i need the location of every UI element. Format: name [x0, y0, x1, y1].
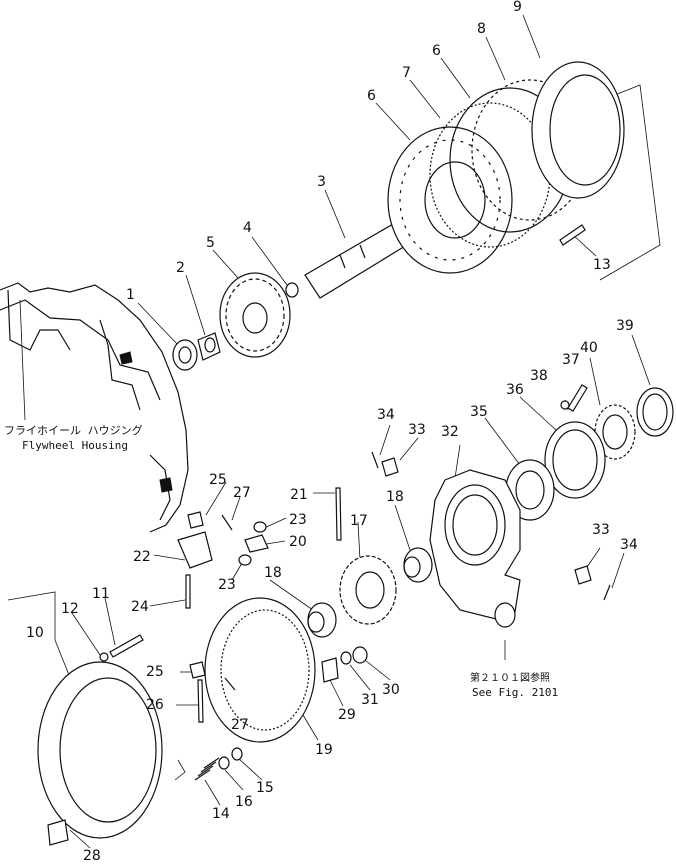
callout-32[interactable]: 32	[441, 424, 459, 440]
part-38-washer	[560, 400, 570, 410]
callout-33[interactable]: 33	[408, 422, 426, 438]
part-17-hub	[339, 555, 397, 625]
callout-23[interactable]: 23	[289, 512, 307, 528]
part-9-flywheel	[531, 61, 625, 199]
part-26-pin	[197, 679, 204, 723]
callout-18[interactable]: 18	[264, 565, 282, 581]
callout-34[interactable]: 34	[620, 537, 638, 553]
part-14-spring	[194, 757, 220, 781]
callout-5[interactable]: 5	[206, 235, 215, 251]
callout-33[interactable]: 33	[592, 522, 610, 538]
part-29-plate	[321, 657, 339, 683]
callout-35[interactable]: 35	[470, 404, 488, 420]
callout-11[interactable]: 11	[92, 586, 110, 602]
see-fig-label-jp: 第２１０１図参照	[470, 673, 550, 684]
part-6-disc	[387, 126, 513, 274]
callout-6[interactable]: 6	[367, 88, 376, 104]
part-18-bushing	[307, 547, 433, 638]
callout-8[interactable]: 8	[477, 21, 486, 37]
callout-3[interactable]: 3	[317, 174, 326, 190]
part-30-nut	[352, 646, 368, 664]
part-22-lever	[177, 531, 213, 569]
part-20-link	[244, 534, 269, 553]
part-4-spacer	[285, 282, 299, 298]
callout-26[interactable]: 26	[146, 697, 164, 713]
callout-22[interactable]: 22	[133, 549, 151, 565]
part-15-nut	[231, 747, 243, 761]
callout-38[interactable]: 38	[530, 368, 548, 384]
callout-27[interactable]: 27	[233, 485, 251, 501]
part-11-bolt	[109, 634, 144, 658]
callout-14[interactable]: 14	[212, 806, 230, 822]
callout-37[interactable]: 37	[562, 352, 580, 368]
callout-4[interactable]: 4	[243, 220, 252, 236]
part-12-washer	[99, 652, 109, 662]
part-39-seal	[636, 387, 674, 437]
part-5-gear	[219, 272, 291, 358]
leader-lines	[7, 14, 661, 849]
part-13-bolt	[559, 224, 586, 246]
callout-36[interactable]: 36	[506, 382, 524, 398]
part-36-gasket	[544, 421, 606, 499]
callout-6[interactable]: 6	[432, 43, 441, 59]
callout-27[interactable]: 27	[231, 717, 249, 733]
callout-12[interactable]: 12	[61, 601, 79, 617]
callout-17[interactable]: 17	[350, 513, 368, 529]
callout-10[interactable]: 10	[26, 625, 44, 641]
callout-29[interactable]: 29	[338, 707, 356, 723]
callout-25[interactable]: 25	[146, 664, 164, 680]
part-1-bearing	[172, 339, 198, 371]
part-37-bolt	[567, 384, 588, 412]
callout-20[interactable]: 20	[289, 534, 307, 550]
callout-23[interactable]: 23	[218, 577, 236, 593]
callout-31[interactable]: 31	[361, 692, 379, 708]
callout-18[interactable]: 18	[386, 489, 404, 505]
see-fig-label-en: See Fig. 2101	[472, 686, 559, 699]
callout-39[interactable]: 39	[616, 318, 634, 334]
part-27-spring-pin	[221, 514, 236, 691]
flywheel-housing-label-jp: フライホイール ハウジング	[4, 424, 143, 437]
part-23-washer	[238, 521, 267, 566]
callout-1[interactable]: 1	[126, 287, 135, 303]
callout-16[interactable]: 16	[235, 794, 253, 810]
part-34-pin	[371, 451, 611, 601]
callout-2[interactable]: 2	[176, 260, 185, 276]
part-10-cover	[37, 661, 163, 839]
part-31-washer	[340, 651, 352, 665]
callout-24[interactable]: 24	[131, 599, 149, 615]
callout-40[interactable]: 40	[580, 340, 598, 356]
callout-15[interactable]: 15	[256, 780, 274, 796]
callout-19[interactable]: 19	[315, 742, 333, 758]
callout-30[interactable]: 30	[382, 682, 400, 698]
callout-9[interactable]: 9	[513, 0, 522, 15]
part-2-collar	[197, 332, 221, 361]
flywheel-housing	[0, 282, 189, 533]
part-25-block	[187, 511, 206, 679]
part-16-washer	[218, 756, 230, 770]
callout-13[interactable]: 13	[593, 257, 611, 273]
part-40-gear	[594, 404, 636, 460]
part-24-pin	[185, 574, 191, 609]
callout-28[interactable]: 28	[83, 848, 101, 864]
part-32-housing	[429, 469, 521, 628]
part-19-pressure-plate	[204, 597, 316, 743]
part-21-pin	[335, 487, 342, 541]
flywheel-housing-label-en: Flywheel Housing	[22, 439, 128, 452]
part-33-nut	[381, 457, 592, 585]
part-28-bracket	[47, 819, 69, 846]
callout-21[interactable]: 21	[290, 487, 308, 503]
callout-34[interactable]: 34	[377, 407, 395, 423]
callout-25[interactable]: 25	[209, 472, 227, 488]
callout-7[interactable]: 7	[402, 65, 411, 81]
